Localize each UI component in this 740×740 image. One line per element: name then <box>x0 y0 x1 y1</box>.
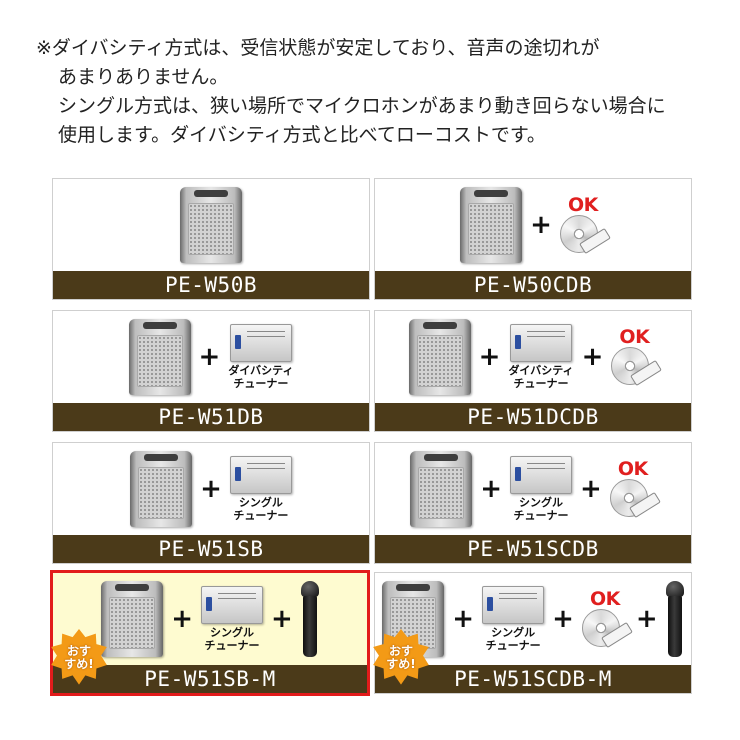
product-card-pe-w51scdb-m[interactable]: + シングルチューナー + OK + PE-W51SCDB-M おすすめ! <box>372 572 692 694</box>
tuner-icon <box>510 324 572 362</box>
speaker-icon <box>180 187 242 263</box>
product-illustration: + シングルチューナー <box>53 443 369 535</box>
microphone-icon <box>665 581 684 657</box>
model-label: PE-W51DCDB <box>375 403 691 431</box>
plus-sign: + <box>271 604 293 634</box>
plus-sign: + <box>552 604 574 634</box>
plus-sign: + <box>171 604 193 634</box>
plus-sign: + <box>198 342 221 372</box>
product-card-pe-w51db[interactable]: + ダイバシティチューナー PE-W51DB <box>52 310 370 432</box>
tuner-icon <box>229 324 292 362</box>
microphone-icon <box>300 581 319 657</box>
model-label: PE-W51SB-M <box>53 665 367 693</box>
product-card-pe-w51scdb[interactable]: + シングルチューナー + OK PE-W51SCDB <box>374 442 692 564</box>
ok-label: OK <box>617 458 648 480</box>
model-label: PE-W51DB <box>53 403 369 431</box>
speaker-icon <box>410 451 473 527</box>
tuner-icon <box>229 456 292 494</box>
recommended-badge: おすすめ! <box>50 629 108 687</box>
product-illustration: + ダイバシティチューナー <box>53 311 369 403</box>
model-label: PE-W51SB <box>53 535 369 563</box>
plus-sign: + <box>200 474 222 504</box>
single-tuner: シングルチューナー <box>201 586 263 652</box>
model-label: PE-W50B <box>53 271 369 299</box>
single-tuner: シングルチューナー <box>229 456 292 522</box>
plus-sign: + <box>452 604 475 634</box>
plus-sign: + <box>480 474 502 504</box>
cd-icon <box>611 347 650 385</box>
product-illustration: + シングルチューナー + <box>53 573 367 665</box>
product-card-pe-w51dcdb[interactable]: + ダイバシティチューナー + OK PE-W51DCDB <box>374 310 692 432</box>
product-illustration: + シングルチューナー + OK <box>375 443 691 535</box>
cd-usb-option: OK <box>559 194 611 255</box>
note-line: シングル方式は、狭い場所でマイクロホンがあまり動き回らない場合に <box>58 95 666 117</box>
ok-label: OK <box>589 588 620 610</box>
model-label: PE-W51SCDB <box>375 535 691 563</box>
note-line: 使用します。ダイバシティ方式と比べてローコストです。 <box>58 124 546 146</box>
ok-label: OK <box>567 194 598 216</box>
product-card-pe-w51sb-m[interactable]: + シングルチューナー + PE-W51SB-M おすすめ! <box>50 570 370 696</box>
note-line: あまりありません。 <box>58 66 229 88</box>
tuner-label: シングルチューナー <box>233 496 289 522</box>
single-tuner: シングルチューナー <box>510 456 572 522</box>
product-card-pe-w51sb[interactable]: + シングルチューナー PE-W51SB <box>52 442 370 564</box>
tuner-label: シングルチューナー <box>485 626 541 652</box>
model-label: PE-W51SCDB-M <box>375 665 691 693</box>
speaker-icon <box>128 319 191 395</box>
plus-sign: + <box>478 342 501 372</box>
speaker-icon <box>130 451 193 527</box>
cd-usb-option: OK <box>611 326 663 387</box>
cd-icon <box>559 215 598 253</box>
tuner-icon <box>482 586 545 624</box>
cd-usb-option: OK <box>581 588 633 649</box>
tuner-icon <box>201 586 263 624</box>
diversity-tuner: ダイバシティチューナー <box>228 324 293 390</box>
tuner-label: ダイバシティチューナー <box>228 364 294 390</box>
product-illustration: + OK <box>375 179 691 271</box>
product-card-pe-w50b[interactable]: PE-W50B <box>52 178 370 300</box>
speaker-icon <box>460 187 523 263</box>
product-illustration <box>53 179 369 271</box>
diversity-tuner: ダイバシティチューナー <box>508 324 574 390</box>
plus-sign: + <box>530 210 552 240</box>
plus-sign: + <box>581 342 604 372</box>
note-line: ※ダイバシティ方式は、受信状態が安定しており、音声の途切れが <box>36 37 600 59</box>
plus-sign: + <box>580 474 602 504</box>
single-tuner: シングルチューナー <box>482 586 545 652</box>
recommended-badge: おすすめ! <box>372 629 430 687</box>
tuner-label: シングルチューナー <box>513 496 569 522</box>
tuner-icon <box>510 456 572 494</box>
product-card-pe-w50cdb[interactable]: + OK PE-W50CDB <box>374 178 692 300</box>
model-label: PE-W50CDB <box>375 271 691 299</box>
ok-label: OK <box>619 326 650 348</box>
speaker-icon <box>101 581 164 657</box>
plus-sign: + <box>635 604 658 634</box>
cd-usb-option: OK <box>609 458 661 519</box>
tuner-label: ダイバシティチューナー <box>508 364 574 390</box>
speaker-icon <box>408 319 471 395</box>
notes: ※ダイバシティ方式は、受信状態が安定しており、音声の途切れが あまりありません。… <box>36 34 716 150</box>
tuner-label: シングルチューナー <box>204 626 260 652</box>
product-illustration: + ダイバシティチューナー + OK <box>375 311 691 403</box>
